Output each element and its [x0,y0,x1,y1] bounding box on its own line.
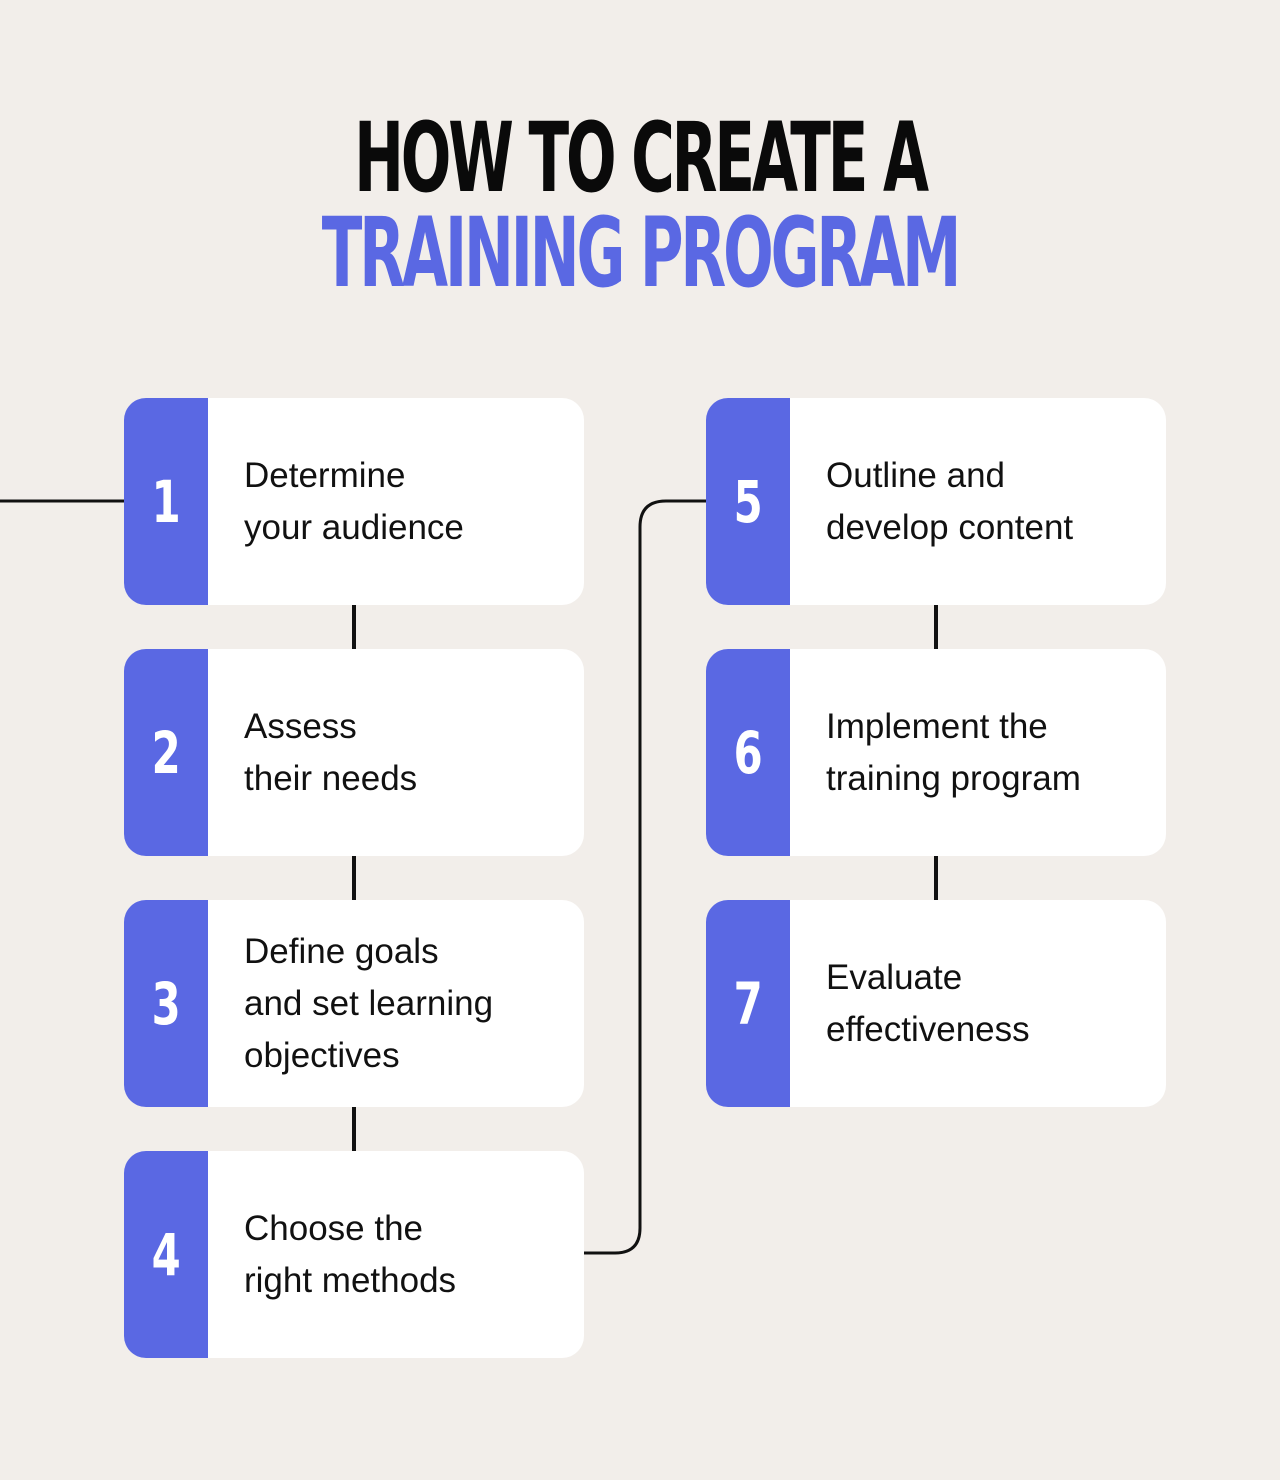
step-card-5: 5 Outline and develop content [706,398,1166,605]
step-number-badge: 3 [124,900,208,1107]
step-label: Evaluate effectiveness [826,957,1030,1049]
step-number-badge: 2 [124,649,208,856]
step-label: Determine your audience [244,455,464,547]
step-card-1: 1 Determine your audience [124,398,584,605]
title-line-1: HOW TO CREATE A [354,102,929,214]
step-number-badge: 6 [706,649,790,856]
step-card-7: 7 Evaluate effectiveness [706,900,1166,1107]
step-card-4: 4 Choose the right methods [124,1151,584,1358]
step-label: Choose the right methods [244,1208,457,1300]
title-line-2: TRAINING PROGRAM [321,197,962,309]
step-number-badge: 7 [706,900,790,1107]
step-card-3: 3 Define goals and set learning objectiv… [124,900,584,1107]
connector-4-5 [584,499,706,1255]
step-number-badge: 5 [706,398,790,605]
step-number-badge: 4 [124,1151,208,1358]
step-label: Implement the training program [826,706,1081,798]
step-label: Define goals and set learning objectives [244,931,494,1075]
step-number-badge: 1 [124,398,208,605]
step-card-2: 2 Assess their needs [124,649,584,856]
step-label: Outline and develop content [826,455,1074,547]
step-card-6: 6 Implement the training program [706,649,1166,856]
step-label: Assess their needs [244,706,418,798]
